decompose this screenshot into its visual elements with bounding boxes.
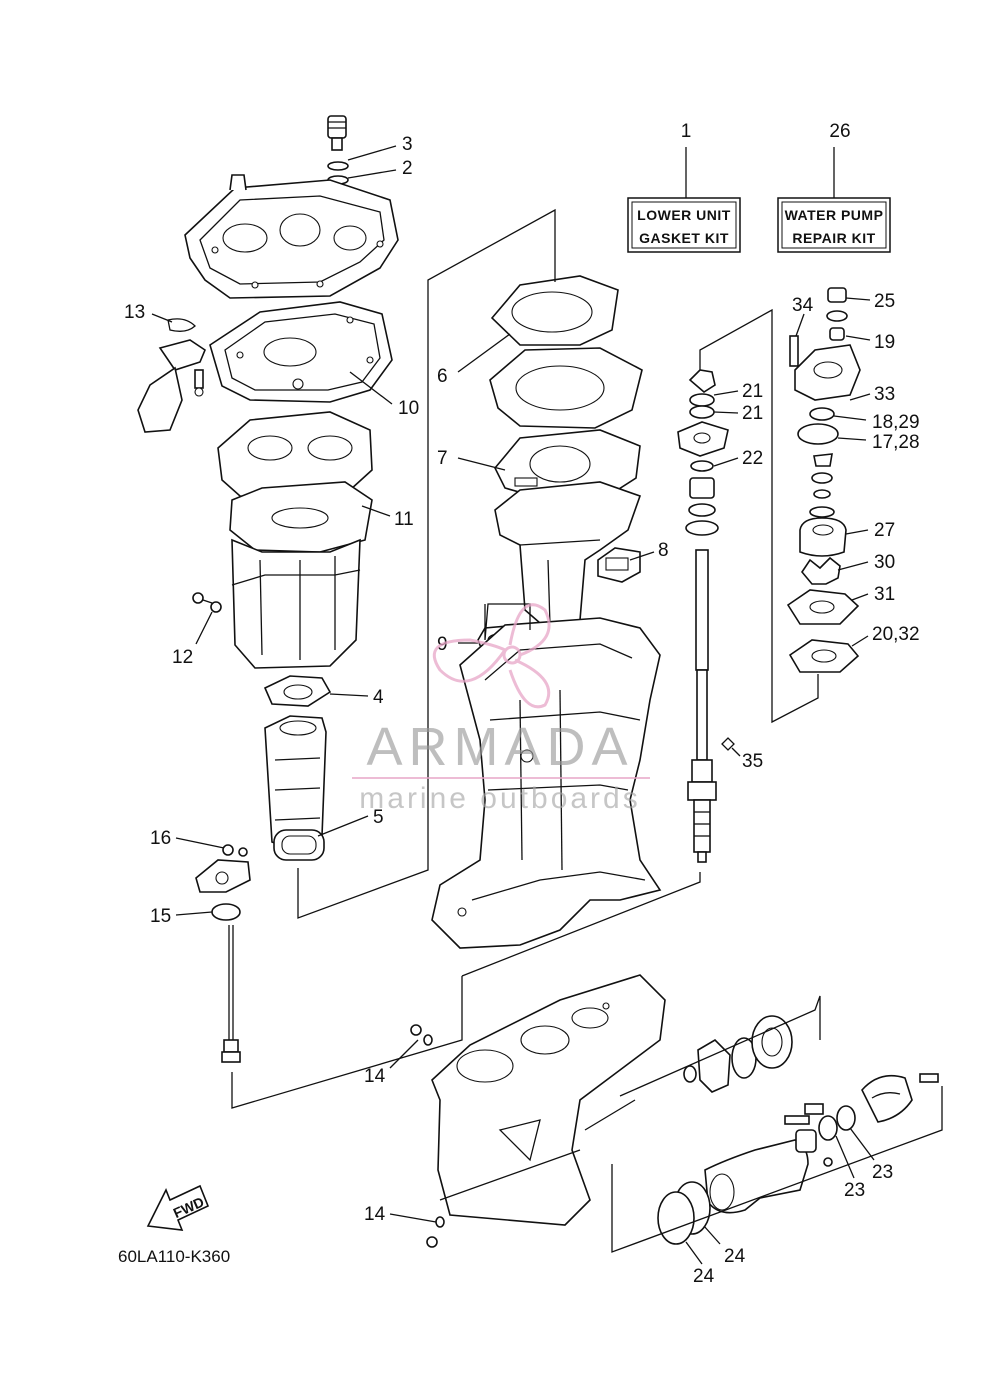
upper-case-housing-part	[431, 617, 662, 949]
sensor-plug-part	[327, 115, 349, 215]
callout-24-left: 24	[693, 1266, 715, 1287]
gasket-4-part	[263, 675, 332, 707]
fwd-arrow-icon: FWD	[146, 1184, 210, 1231]
diagram-code: 60LA110-K360	[118, 1247, 230, 1266]
washer-14-part	[410, 1024, 445, 1248]
propeller-logo-icon	[432, 603, 551, 709]
callout-34: 34	[792, 295, 814, 316]
callout-27: 27	[874, 520, 895, 541]
watermark: ARMADA marine outboards	[352, 603, 650, 815]
callout-21-upper: 21	[742, 381, 763, 402]
callout-4: 4	[373, 687, 384, 708]
callout-21-lower: 21	[742, 403, 763, 424]
lower-casing-part	[431, 974, 666, 1226]
callout-22: 22	[742, 448, 763, 469]
grouping-lines	[231, 208, 943, 1253]
callout-14-upper: 14	[364, 1066, 386, 1087]
callout-23-left: 23	[844, 1180, 865, 1201]
callout-8: 8	[658, 540, 669, 561]
callout-14-lower: 14	[364, 1204, 386, 1225]
callout-17-28: 17,28	[872, 432, 920, 453]
callout-6: 6	[437, 366, 448, 387]
callout-16: 16	[150, 828, 171, 849]
anode-part	[861, 1073, 939, 1123]
callout-7: 7	[437, 448, 448, 469]
callout-18-29: 18,29	[872, 412, 920, 433]
callout-24-right: 24	[724, 1246, 746, 1267]
oil-strainer-part	[137, 318, 206, 433]
o-rings-24-part	[657, 1181, 711, 1245]
damper-8-part	[597, 547, 641, 583]
drive-shaft-assembly-part	[677, 369, 735, 863]
svg-text:LOWER UNIT: LOWER UNIT	[637, 207, 731, 223]
gasket-7-part	[494, 429, 641, 499]
svg-text:ARMADA: ARMADA	[366, 717, 633, 777]
callout-1: 1	[681, 121, 692, 142]
exhaust-manifold-part	[217, 411, 373, 669]
svg-text:WATER PUMP: WATER PUMP	[785, 207, 884, 223]
callout-10: 10	[398, 398, 419, 419]
svg-text:REPAIR KIT: REPAIR KIT	[792, 230, 875, 246]
callout-3: 3	[402, 134, 413, 155]
bolt-12-part	[192, 592, 222, 613]
callout-20-32: 20,32	[872, 624, 920, 645]
callout-35: 35	[742, 751, 763, 772]
callout-2: 2	[402, 158, 413, 179]
callout-11: 11	[394, 509, 414, 530]
lower-unit-gasket-kit-box: LOWER UNIT GASKET KIT 1	[627, 121, 741, 253]
callouts: 3 2 13 10 6 7 11 12 4 9 8 5 16 15 14 14 …	[124, 134, 920, 1287]
plate-part	[489, 347, 643, 429]
water-tube-holder-part	[195, 844, 251, 893]
callout-19: 19	[874, 332, 895, 353]
svg-text:marine outboards: marine outboards	[359, 782, 640, 815]
exhaust-spacer-part	[264, 715, 327, 849]
o-ring-15-part	[211, 903, 241, 921]
propeller-shaft-gears-part	[683, 1015, 793, 1093]
seal-5-part	[273, 829, 325, 861]
gasket-10-part	[209, 301, 393, 403]
callout-30: 30	[874, 552, 895, 573]
water-pump-assembly-part	[786, 287, 861, 673]
callout-31: 31	[874, 584, 895, 605]
svg-text:GASKET KIT: GASKET KIT	[639, 230, 729, 246]
gasket-6-part	[490, 275, 619, 346]
callout-13: 13	[124, 302, 145, 323]
callout-25: 25	[874, 291, 895, 312]
exhaust-guide-part	[184, 174, 399, 299]
callout-23-right: 23	[872, 1162, 893, 1183]
callout-5: 5	[373, 807, 384, 828]
callout-26: 26	[829, 121, 850, 142]
upper-casing-part	[494, 481, 642, 631]
water-pump-repair-kit-box: WATER PUMP REPAIR KIT 26	[777, 121, 891, 253]
water-tube-part	[221, 925, 241, 1063]
callout-15: 15	[150, 906, 171, 927]
callout-33: 33	[874, 384, 895, 405]
callout-12: 12	[172, 647, 193, 668]
propeller-shaft-housing-part	[704, 1103, 856, 1214]
